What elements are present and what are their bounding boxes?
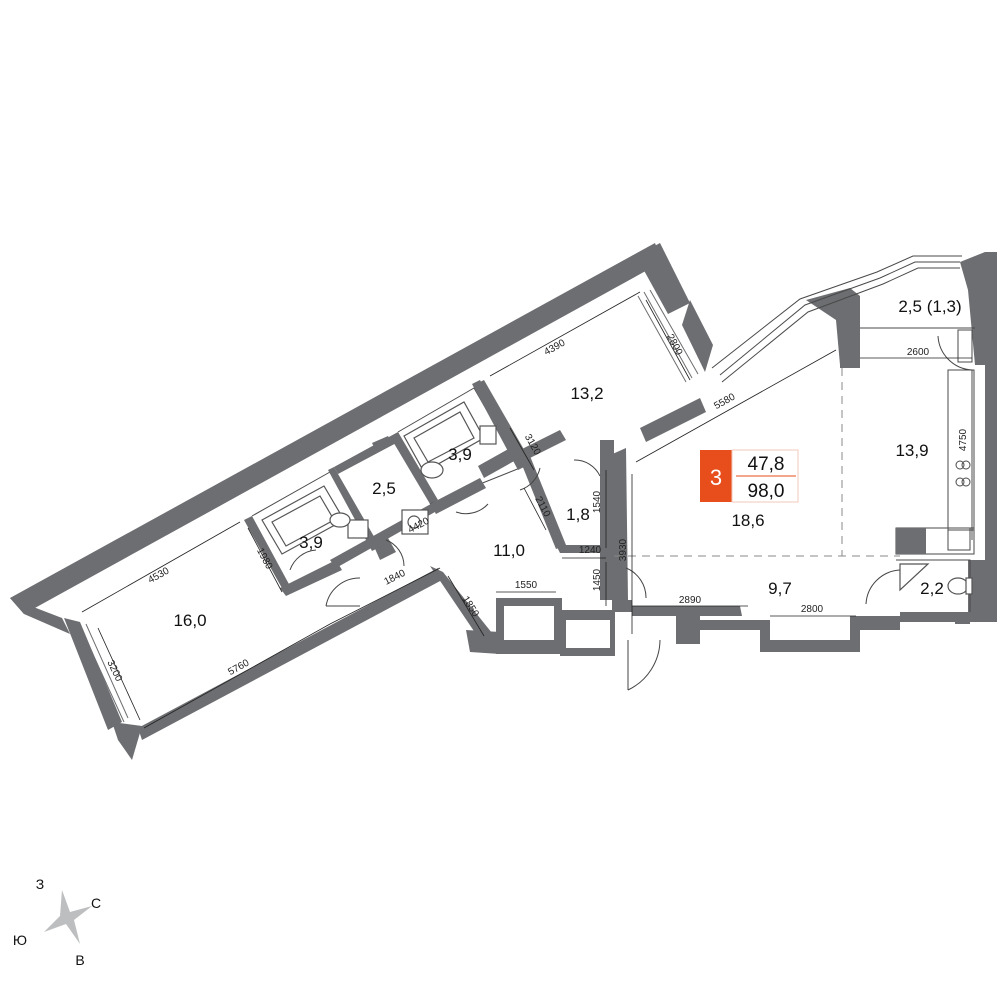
- interior-walls: [244, 380, 614, 600]
- rooms-count: 3: [710, 465, 722, 490]
- area-badge: 3 47,8 98,0: [700, 449, 799, 503]
- compass-south: Ю: [13, 932, 27, 948]
- dimension-3930: 3930: [618, 538, 629, 561]
- zone-dividers: [614, 368, 900, 557]
- dimension-4750: 4750: [958, 428, 969, 451]
- dimension-lines: [81, 291, 973, 729]
- room-label-kitchen: 13,9: [895, 441, 928, 460]
- dimension-1540: 1540: [592, 490, 603, 513]
- dimension-1240: 1240: [579, 545, 602, 556]
- room-label-wc-storage: 2,5: [372, 479, 396, 498]
- room-label-entry-hall: 9,7: [768, 579, 792, 598]
- interior-walls-right: [840, 340, 975, 612]
- room-label-guest-wc: 2,2: [920, 579, 944, 598]
- rooms-count-box: [700, 450, 732, 502]
- dimension-1450: 1450: [592, 568, 603, 591]
- living-area-value: 47,8: [748, 454, 785, 475]
- dimension-5580: 5580: [712, 391, 737, 412]
- fixtures: [261, 401, 497, 555]
- room-label-closet: 1,8: [566, 505, 590, 524]
- compass-star-icon: [44, 890, 92, 944]
- room-label-bedroom-left: 16,0: [173, 611, 206, 630]
- room-label-balcony: 2,5 (1,3): [898, 297, 961, 316]
- total-area-value: 98,0: [748, 481, 785, 502]
- room-label-bathroom-2: 3,9: [448, 445, 472, 464]
- room-label-living-room: 18,6: [731, 511, 764, 530]
- room-labels: 16,0 3,9 2,5 3,9 13,2 11,0 1,8 18,6 13,9…: [173, 297, 961, 630]
- outer-walls: [10, 243, 713, 760]
- compass-west: З: [36, 876, 44, 892]
- dimension-2800-entry: 2800: [801, 604, 824, 615]
- dimension-1550: 1550: [515, 580, 538, 591]
- windows: [73, 289, 699, 725]
- dimension-4390: 4390: [542, 337, 567, 358]
- compass-north: С: [91, 895, 101, 911]
- dimension-2600: 2600: [907, 347, 930, 358]
- compass-east: В: [75, 952, 84, 968]
- compass: З С Ю В: [13, 876, 101, 968]
- dimension-2890: 2890: [679, 595, 702, 606]
- room-label-bedroom-top: 13,2: [570, 384, 603, 403]
- dimension-4530: 4530: [146, 565, 171, 586]
- room-label-hall: 11,0: [493, 541, 525, 560]
- dimension-1840: 1840: [382, 568, 407, 588]
- room-label-bathroom-1: 3,9: [299, 533, 323, 552]
- dimension-2800-bedroom: 2800: [664, 332, 684, 357]
- doors: [289, 335, 973, 691]
